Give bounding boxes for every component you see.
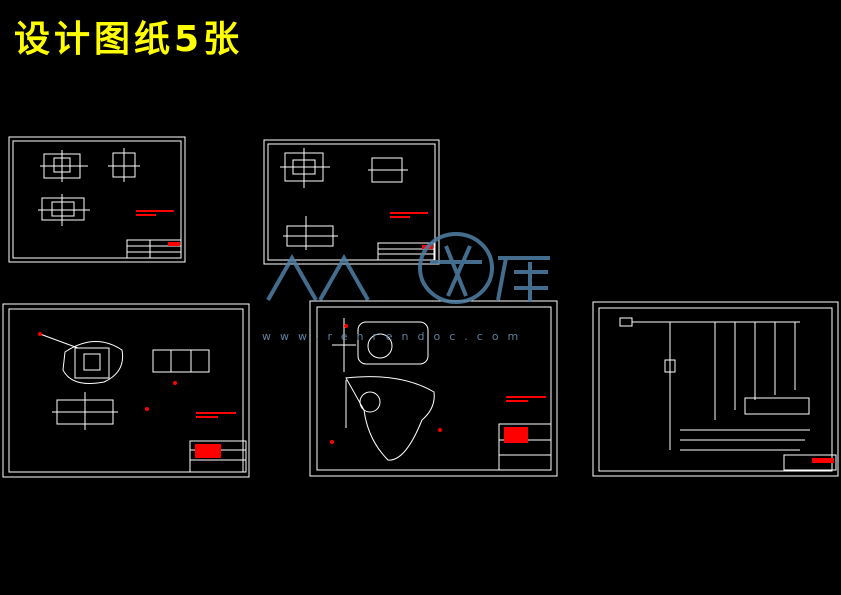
drawing-sheet-2[interactable]: [263, 139, 440, 265]
drawing-sheet-5[interactable]: [592, 301, 839, 477]
drawing-sheet-1[interactable]: [8, 136, 186, 263]
sheet-4-red-marks: [330, 324, 546, 444]
page-title: 设计图纸5张: [14, 19, 244, 60]
sheet-5-red-marks: [812, 458, 834, 463]
sheet-1-red-marks: [136, 210, 180, 246]
watermark-url: www.renrendoc.com: [262, 330, 528, 343]
watermark-logo: [266, 232, 550, 304]
sheet-3-red-marks: [38, 332, 236, 458]
